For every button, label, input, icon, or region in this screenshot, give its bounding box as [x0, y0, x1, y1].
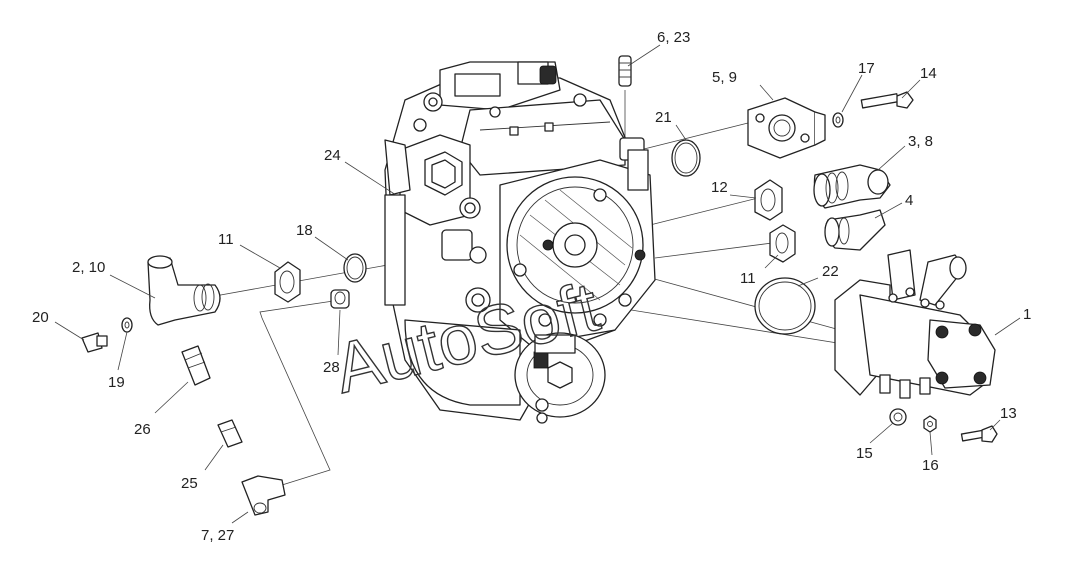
o-ring-22	[754, 277, 816, 335]
callout-13: 13	[1000, 405, 1017, 422]
nut-16	[923, 415, 937, 433]
nut-12	[754, 179, 783, 221]
callout-24: 24	[324, 147, 341, 164]
bolt-13	[960, 425, 998, 443]
callout-17: 17	[858, 60, 875, 77]
callout-16: 16	[922, 457, 939, 474]
elbow-4	[824, 209, 886, 251]
callout-28: 28	[323, 359, 340, 376]
main-housing	[384, 61, 656, 424]
gear-pump-1	[834, 249, 996, 399]
callout-19: 19	[108, 374, 125, 391]
callout-20: 20	[32, 309, 49, 326]
callout-leaders	[54, 44, 1021, 524]
fitting-20	[81, 332, 108, 353]
callout-11-right: 11	[740, 270, 756, 287]
o-ring-18	[343, 253, 367, 283]
washer-17	[832, 112, 844, 128]
callout-4: 4	[905, 192, 913, 209]
washer-19	[121, 317, 133, 333]
nut-11-right	[769, 224, 796, 263]
nut-11-left	[274, 261, 301, 303]
callout-5-9: 5, 9	[712, 69, 737, 86]
callout-11-left: 11	[218, 231, 234, 248]
elbow-3-8	[813, 164, 891, 209]
callout-26: 26	[134, 421, 151, 438]
adapter-25	[217, 419, 243, 448]
o-ring-21	[671, 139, 701, 177]
bolt-14	[860, 91, 914, 109]
callout-12: 12	[711, 179, 728, 196]
flange-5-9	[747, 97, 826, 159]
callout-labels: 6, 23 5, 9 17 14 21 3, 8 24 12 4 11 18 2…	[32, 29, 1031, 544]
callout-18: 18	[296, 222, 313, 239]
elbow-2-10	[147, 255, 221, 326]
callout-1: 1	[1023, 306, 1031, 323]
callout-22: 22	[822, 263, 839, 280]
callout-14: 14	[920, 65, 937, 82]
callout-25: 25	[181, 475, 198, 492]
washer-15	[889, 408, 907, 426]
fitting-6-23	[618, 55, 632, 87]
callout-21: 21	[655, 109, 672, 126]
callout-3-8: 3, 8	[908, 133, 933, 150]
callout-2-10: 2, 10	[72, 259, 105, 276]
callout-15: 15	[856, 445, 873, 462]
coupling-26	[181, 345, 211, 386]
callout-7-27: 7, 27	[201, 527, 234, 544]
tee-7-27	[241, 475, 286, 516]
fitting-28	[330, 289, 350, 356]
callout-6-23: 6, 23	[657, 29, 690, 46]
